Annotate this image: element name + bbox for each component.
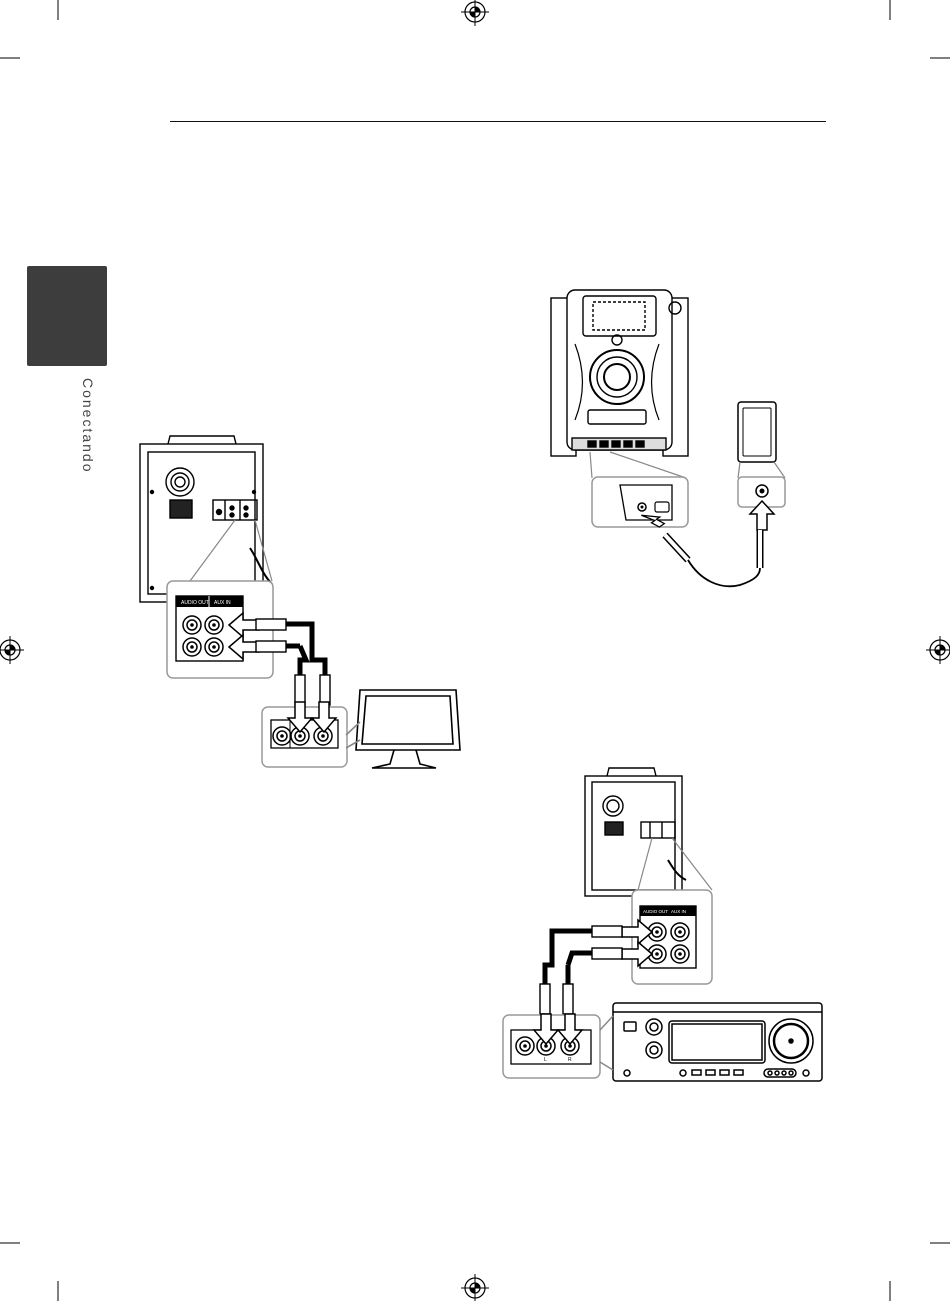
portable-device	[738, 402, 776, 462]
aux-in-label: AUX IN	[671, 909, 686, 914]
speaker-back-panel	[140, 436, 272, 602]
right-input-label: R	[568, 1057, 572, 1063]
audio-out-label: AUDIO OUT	[181, 600, 209, 606]
amplifier	[600, 1003, 822, 1081]
left-input-label: L	[544, 1057, 547, 1063]
aux-in-label: AUX IN	[214, 600, 231, 606]
front-input-zoom	[592, 477, 688, 527]
audio-out-label: AUDIO OUT	[643, 909, 668, 914]
speaker-back-panel	[585, 768, 686, 896]
rca-cable	[540, 926, 622, 1014]
stereo-mini-cable	[665, 530, 760, 586]
mini-system-front	[551, 290, 688, 456]
tv	[346, 690, 460, 768]
